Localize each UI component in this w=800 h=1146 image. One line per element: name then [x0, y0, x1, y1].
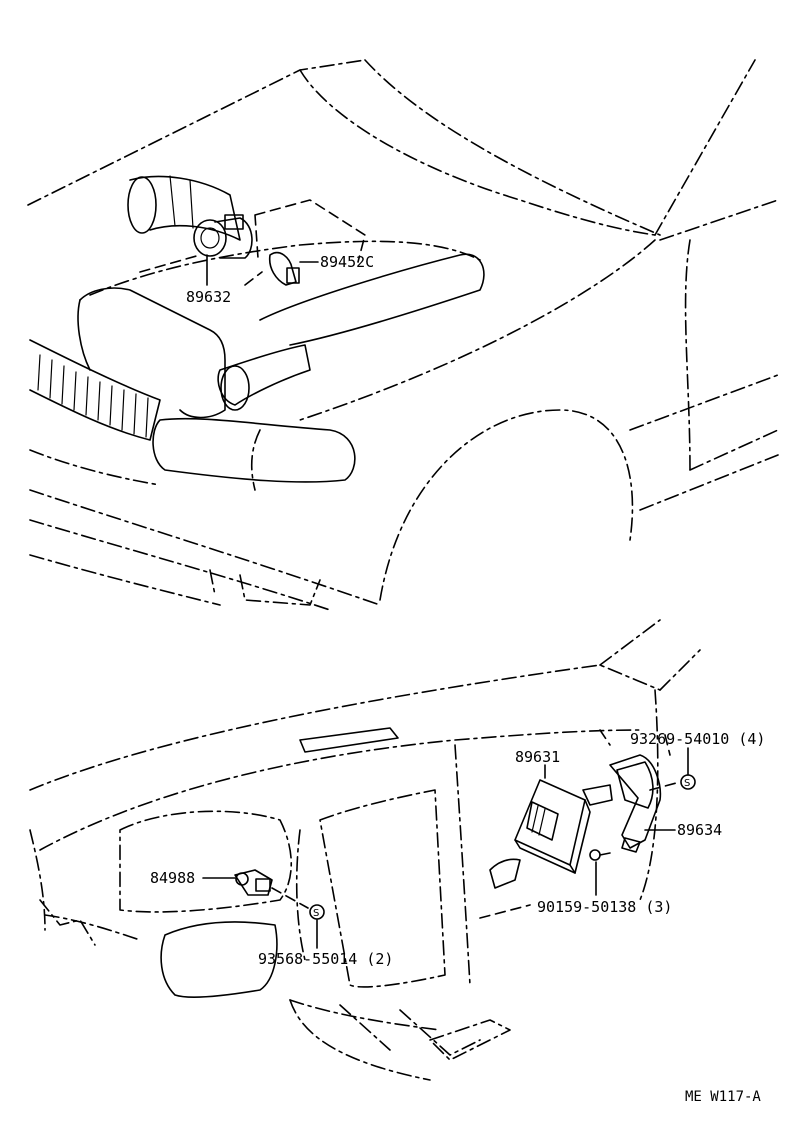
callout-box-ecu	[599, 729, 671, 756]
engine-cover	[79, 287, 226, 419]
label-90159[interactable]: 90159-50138 (3)	[537, 898, 672, 916]
air-duct	[217, 344, 311, 406]
floor-line	[289, 999, 431, 1081]
air-duct-end	[220, 365, 250, 411]
headlamp-inner	[250, 429, 261, 491]
label-89631[interactable]: 89631	[515, 748, 560, 766]
fender-arch	[379, 409, 634, 601]
diagram-code: ME W117-A	[685, 1089, 761, 1105]
ecu-bracket-89634[interactable]	[582, 754, 662, 853]
body-line	[629, 374, 779, 431]
windshield-pillar-2	[659, 649, 701, 691]
bumper-line-2	[29, 519, 331, 611]
bumper-line-3	[29, 554, 221, 606]
left-dash-edge	[29, 829, 46, 931]
grille-frame	[29, 449, 161, 486]
engine-ecu-89631[interactable]	[514, 779, 591, 874]
svg-text:S: S	[684, 778, 690, 789]
lower-dash	[289, 999, 441, 1031]
dash-link-90159	[479, 904, 531, 919]
pedal-area	[429, 1019, 511, 1061]
grille-outline	[29, 339, 161, 441]
grille-bars	[37, 354, 149, 438]
temp-sensor-89452c[interactable]	[268, 251, 300, 286]
engine-compartment-view	[27, 59, 779, 611]
hood-line-3	[364, 59, 661, 236]
dashboard-view: S S	[29, 619, 701, 1081]
dash-vertical	[639, 689, 659, 901]
instrument-cluster	[119, 810, 293, 913]
switch-84988[interactable]	[234, 869, 273, 896]
windshield-pillar	[599, 619, 661, 666]
dash-link-s1	[649, 781, 681, 791]
dash-top	[39, 729, 641, 851]
fender-edge	[684, 239, 691, 471]
intake-hose	[129, 175, 241, 241]
hood-line-2	[299, 69, 656, 236]
label-89632[interactable]: 89632	[186, 288, 231, 306]
headlamp	[152, 417, 356, 483]
body-line-3	[689, 429, 779, 471]
fender-top	[299, 239, 656, 421]
bumper-line	[29, 489, 381, 606]
intake-hose-end	[127, 176, 157, 234]
console-vent	[489, 858, 521, 889]
intake-hose-ribs	[169, 175, 194, 229]
dash-link-s2	[271, 887, 309, 909]
label-93568[interactable]: 93568-55014 (2)	[258, 950, 393, 968]
label-89452c[interactable]: 89452C	[320, 253, 374, 271]
steering-outline	[44, 914, 141, 941]
fog-lamp	[209, 569, 321, 606]
hood-outline	[27, 59, 366, 206]
callout-bracket	[254, 199, 366, 263]
strut-bar	[259, 253, 485, 346]
windshield-base	[29, 664, 661, 791]
glovebox	[319, 789, 446, 988]
radiator-support	[89, 240, 481, 296]
defroster-vent	[299, 727, 399, 753]
floor-line-2	[339, 1004, 481, 1056]
a-pillar-2	[659, 199, 779, 241]
screw-marker-2: S	[309, 904, 325, 920]
dash-link	[139, 254, 263, 286]
bolt-90159[interactable]	[589, 849, 611, 861]
label-93269[interactable]: 93269-54010 (4)	[630, 730, 765, 748]
console-line	[454, 744, 471, 986]
a-pillar	[654, 59, 756, 236]
svg-text:S: S	[313, 908, 319, 919]
label-84988[interactable]: 84988	[150, 869, 195, 887]
knee-panel	[160, 921, 278, 998]
body-line-2	[639, 454, 779, 511]
glovebox-side	[295, 829, 306, 961]
screw-marker-1: S	[680, 774, 696, 790]
label-89634[interactable]: 89634	[677, 821, 722, 839]
air-flow-meter[interactable]	[193, 214, 253, 259]
left-panel	[39, 899, 96, 946]
engine-cover-2	[77, 299, 91, 371]
